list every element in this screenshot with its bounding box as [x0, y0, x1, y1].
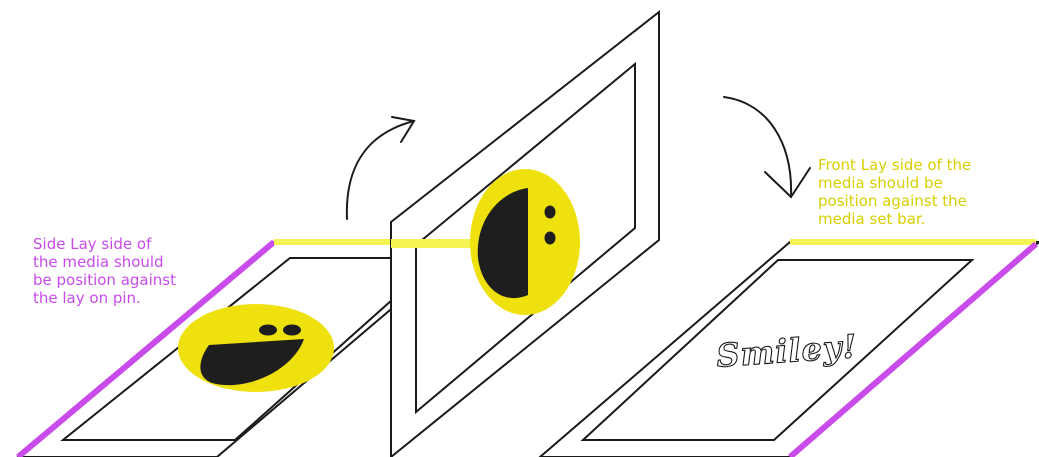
smiley-eye-right	[283, 324, 301, 336]
curved-arrow-up-right-icon	[345, 116, 416, 220]
front-lay-edge-middle	[391, 239, 474, 248]
smiley-eye-top	[544, 205, 556, 219]
smiley-face-icon	[178, 304, 334, 392]
curved-arrow-down-right-icon	[723, 96, 811, 199]
side-lay-edge-left	[16, 239, 276, 457]
right-panel: Smiley!	[538, 239, 1039, 457]
left-print-area	[60, 257, 442, 441]
front-lay-annotation: Front Lay side of the media should be po…	[818, 156, 972, 228]
smiley-face-icon	[470, 169, 580, 315]
smiley-mouth	[200, 339, 304, 386]
smiley-mouth	[477, 188, 528, 299]
smiley-eye-bottom	[544, 231, 556, 245]
side-lay-annotation: Side Lay side of the media should be pos…	[33, 235, 176, 307]
right-print-area	[580, 259, 975, 441]
side-lay-edge-right	[788, 241, 1038, 457]
smiley-eye-left	[259, 324, 277, 336]
middle-print-area	[415, 61, 636, 415]
